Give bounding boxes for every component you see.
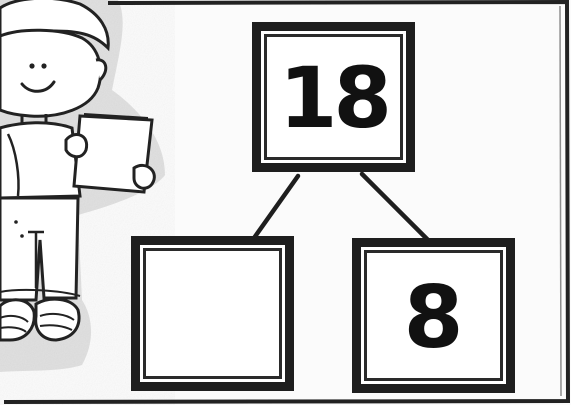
connector-left xyxy=(254,176,298,238)
known-part-value: 8 xyxy=(404,275,464,361)
missing-part-box[interactable] xyxy=(131,236,294,391)
whole-number: 18 xyxy=(279,56,388,140)
connector-right xyxy=(362,174,428,240)
whole-number-box[interactable]: 18 xyxy=(252,22,415,172)
known-part-box[interactable]: 8 xyxy=(352,238,515,393)
